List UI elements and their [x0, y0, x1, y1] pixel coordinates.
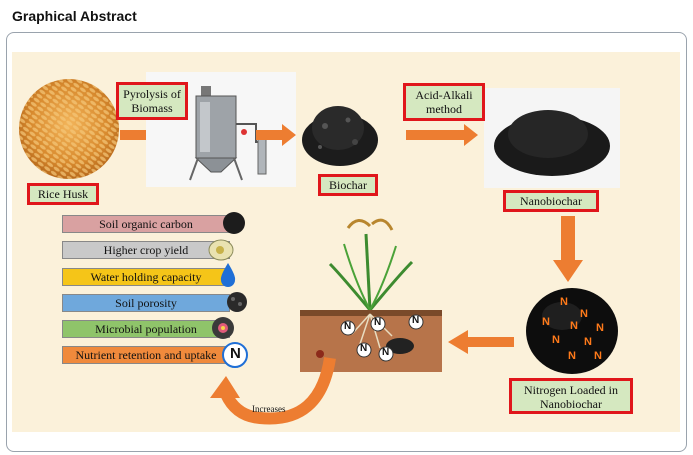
n-symbol: N — [560, 296, 568, 308]
water-drop-icon — [220, 263, 236, 287]
n-symbol: N — [230, 345, 241, 362]
arrow-sphere-to-soil — [448, 330, 514, 354]
nanobiochar-label: Nanobiochar — [503, 190, 599, 212]
benefit-bar-water-holding-capacity: Water holding capacity — [62, 268, 230, 286]
n-symbol: N — [344, 321, 352, 332]
n-symbol: N — [360, 343, 368, 354]
n-symbol: N — [542, 316, 550, 328]
acid-alkali-label: Acid-Alkali method — [403, 83, 485, 121]
benefit-bar-nutrient-retention: Nutrient retention and uptake — [62, 346, 230, 364]
n-symbol: N — [374, 317, 382, 328]
rice-husk-image — [19, 79, 119, 179]
soil-n-marker — [370, 316, 386, 332]
n-symbol: N — [552, 334, 560, 346]
biochar-image — [302, 106, 378, 166]
benefit-bar-higher-crop-yield: Higher crop yield — [62, 241, 230, 259]
benefit-bar-soil-porosity: Soil porosity — [62, 294, 230, 312]
increases-label: Increases — [252, 404, 286, 414]
biochar-label: Biochar — [318, 174, 378, 196]
nitrogen-icon — [222, 342, 248, 368]
n-symbol: N — [382, 347, 390, 358]
n-symbol: N — [580, 308, 588, 320]
nitrogen-loaded-sphere — [526, 288, 618, 374]
header: Graphical Abstract — [0, 0, 693, 30]
pyrolysis-label: Pyrolysis of Biomass — [116, 82, 188, 120]
increases-arrow — [210, 356, 336, 425]
n-symbol: N — [584, 336, 592, 348]
benefit-bar-soil-organic-carbon: Soil organic carbon — [62, 215, 230, 233]
page-title: Graphical Abstract — [12, 8, 137, 24]
arrow-biochar-to-nanobiochar — [406, 124, 478, 146]
n-symbol: N — [570, 320, 578, 332]
porosity-icon — [227, 292, 247, 312]
arrow-nanobiochar-down — [553, 216, 583, 282]
crop-yield-icon — [208, 239, 234, 261]
soil-n-marker — [340, 320, 356, 336]
carbon-icon — [223, 212, 245, 234]
microbe-icon — [212, 317, 234, 339]
soil-n-marker — [378, 346, 394, 362]
soil-n-marker — [408, 314, 424, 330]
benefit-bar-microbial-population: Microbial population — [62, 320, 230, 338]
nanobiochar-image — [484, 88, 620, 188]
n-symbol: N — [412, 315, 420, 326]
n-symbol: N — [596, 322, 604, 334]
n-symbol: N — [568, 350, 576, 362]
rice-husk-label: Rice Husk — [27, 183, 99, 205]
n-symbol: N — [594, 350, 602, 362]
nitrogen-loaded-label: Nitrogen Loaded in Nanobiochar — [509, 378, 633, 414]
arrow-pyrolysis-to-biochar — [256, 124, 296, 146]
soil-n-marker — [356, 342, 372, 358]
